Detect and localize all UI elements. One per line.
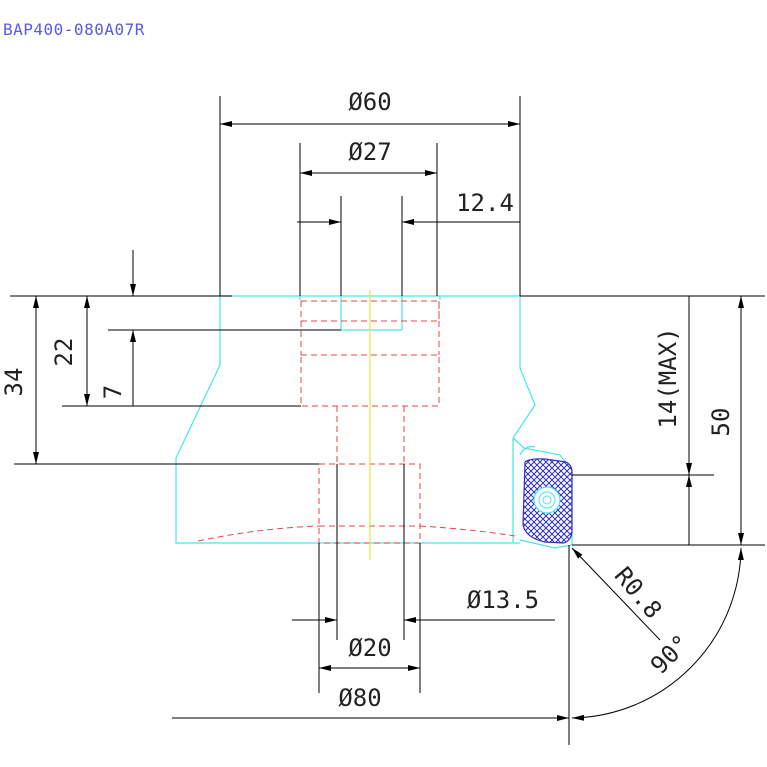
insert bbox=[522, 458, 573, 544]
insert-screw-icon bbox=[533, 486, 561, 514]
dim-dia-13-5-label: Ø13.5 bbox=[467, 586, 539, 614]
dim-dia-27-label: Ø27 bbox=[348, 138, 391, 166]
cutter-body-outline bbox=[175, 295, 573, 549]
dim-14-max-label: 14(MAX) bbox=[654, 327, 682, 428]
dim-7-label: 7 bbox=[99, 385, 127, 399]
part-code: BAP400-080A07R bbox=[3, 20, 145, 39]
dim-angle-label: 90° bbox=[645, 629, 695, 679]
dim-radius-label: R0.8 bbox=[609, 562, 668, 624]
dim-dia-20-label: Ø20 bbox=[348, 634, 391, 662]
hidden-lines bbox=[197, 300, 516, 544]
dim-dia-80-label: Ø80 bbox=[338, 684, 381, 712]
dim-12-4-label: 12.4 bbox=[456, 189, 514, 217]
dim-dia-60-label: Ø60 bbox=[348, 88, 391, 116]
dim-50-label: 50 bbox=[707, 408, 735, 437]
dim-22-label: 22 bbox=[50, 338, 78, 367]
dim-34-label: 34 bbox=[0, 368, 28, 397]
